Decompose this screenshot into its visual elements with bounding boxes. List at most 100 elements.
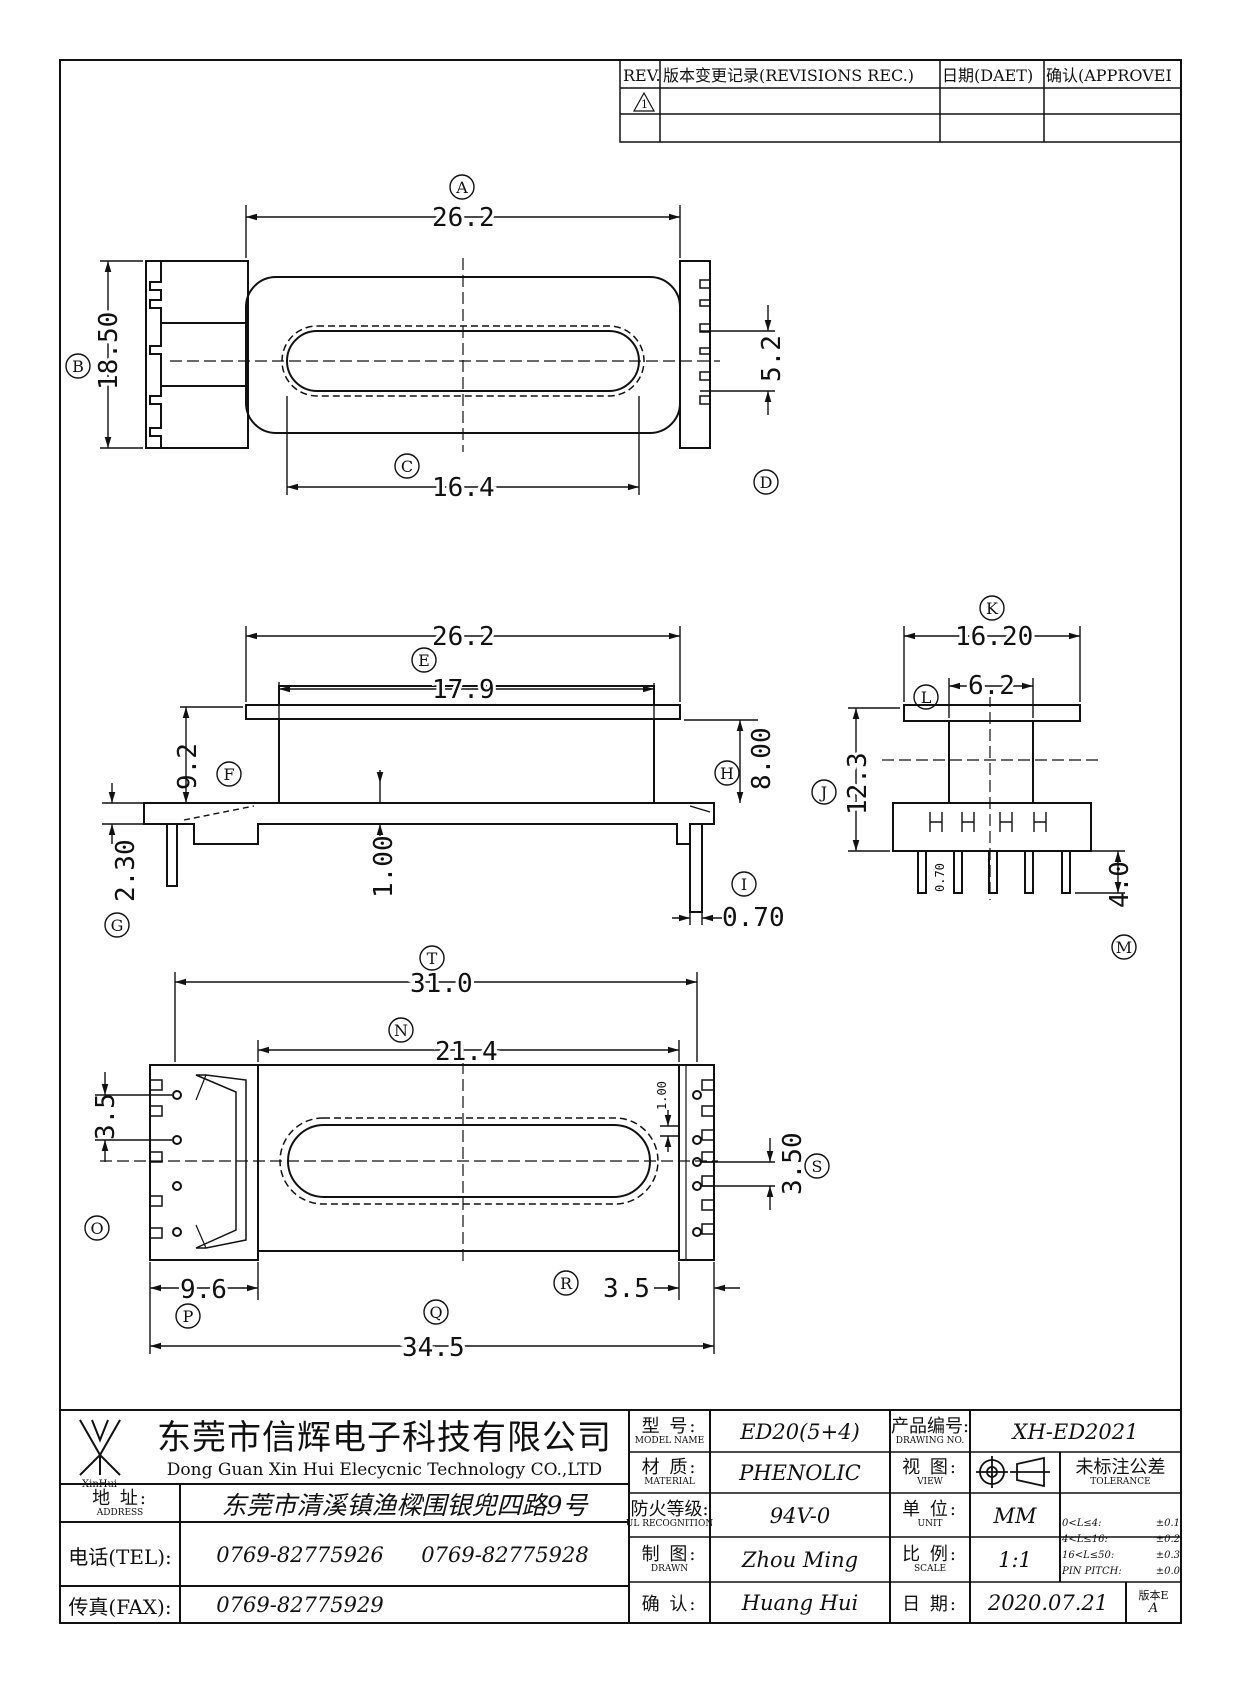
tolerance-label-en: TOLERANCE xyxy=(1090,1476,1151,1487)
product-label: 产品编号: DRAWING NO. xyxy=(890,1412,970,1452)
material-label-cn: 材 质: xyxy=(641,1456,698,1478)
dim-front-winding: 17.9 xyxy=(432,675,495,705)
rev-header-date: 日期(DAET) xyxy=(942,66,1033,85)
tolerance-value: ±0.2 xyxy=(1155,1534,1180,1545)
address-label-en: ADDRESS xyxy=(96,1507,144,1518)
dim-side-height: 12.3 xyxy=(843,752,873,815)
material-value: PHENOLIC xyxy=(739,1461,861,1485)
unit-value: MM xyxy=(993,1503,1037,1528)
circle-labels-top xyxy=(65,174,779,495)
dim-bottom-pitch-right: 3.50 xyxy=(778,1132,808,1195)
dim-bottom-right-offset: 3.5 xyxy=(603,1274,650,1304)
version-label: 版本E xyxy=(1138,1589,1169,1603)
tolerance-row: PIN PITCH:±0.0 xyxy=(1062,1564,1180,1580)
dim-front-flange: 1.00 xyxy=(369,835,399,898)
front-view-dims xyxy=(102,626,758,925)
bottom-view-dims xyxy=(95,972,775,1354)
tel-label: 电话(TEL): xyxy=(68,1544,172,1569)
label-n: N xyxy=(394,1021,408,1040)
label-c: C xyxy=(401,457,413,476)
label-r: R xyxy=(560,1274,573,1293)
tel-2: 0769-82775928 xyxy=(421,1543,589,1567)
dim-side-core: 6.2 xyxy=(968,671,1015,701)
label-e: E xyxy=(418,651,430,670)
fax-value: 0769-82775929 xyxy=(216,1593,384,1617)
label-j: J xyxy=(819,783,827,802)
dim-bottom-total: 34.5 xyxy=(402,1333,465,1363)
scale-label: 比 例: SCALE xyxy=(890,1538,970,1582)
tolerance-row: 4<L≤16: ±0.2 xyxy=(1062,1532,1180,1548)
logo-text: XinHui xyxy=(82,1479,117,1490)
fire-value: 94V-0 xyxy=(769,1503,831,1528)
date-label: 日 期: xyxy=(902,1594,958,1615)
model-value: ED20(5+4) xyxy=(740,1420,860,1444)
drawn-label: 制 图: DRAWN xyxy=(629,1538,710,1582)
company-name-en: Dong Guan Xin Hui Elecycnic Technology C… xyxy=(166,1460,603,1480)
tolerance-range: 4<L≤16: xyxy=(1062,1534,1108,1545)
dim-top-slot-length: 16.4 xyxy=(432,473,495,503)
model-label-en: MODEL NAME xyxy=(634,1435,705,1446)
top-view xyxy=(145,258,720,452)
circle-labels-side xyxy=(811,595,1137,960)
label-s: S xyxy=(812,1157,823,1176)
confirm-value: Huang Hui xyxy=(741,1591,859,1615)
dim-side-top: 16.20 xyxy=(955,622,1033,652)
rev-row-1-number: 1 xyxy=(641,98,648,111)
address-label: 地 址: ADDRESS xyxy=(60,1486,180,1522)
material-label: 材 质: MATERIAL xyxy=(629,1453,710,1493)
product-label-en: DRAWING NO. xyxy=(895,1435,965,1446)
view-label-en: VIEW xyxy=(917,1476,943,1487)
title-block-grid xyxy=(60,1409,1181,1623)
rev-header-record: 版本变更记录(REVISIONS REC.) xyxy=(663,66,914,85)
company-name-cn: 东莞市信辉电子科技有限公司 xyxy=(157,1417,612,1458)
scale-value: 1:1 xyxy=(998,1548,1032,1572)
fax-label: 传真(FAX): xyxy=(68,1594,172,1619)
version-cell: 版本E A xyxy=(1126,1583,1181,1623)
dim-bottom-left-offset: 9.6 xyxy=(180,1275,227,1305)
label-l: L xyxy=(921,688,932,707)
date-value: 2020.07.21 xyxy=(987,1591,1109,1615)
label-p: P xyxy=(183,1307,194,1326)
label-i: I xyxy=(741,875,747,894)
label-a: A xyxy=(455,178,468,197)
bottom-view xyxy=(100,1045,718,1265)
label-g: G xyxy=(111,916,124,935)
tolerance-value: ±0.3 xyxy=(1155,1550,1180,1561)
label-o: O xyxy=(90,1219,103,1238)
tolerance-row: 16<L≤50:±0.3 xyxy=(1062,1548,1180,1564)
dim-side-pin-small: 0.70 xyxy=(933,863,947,892)
rev-header-approve: 确认(APPROVEI xyxy=(1046,66,1172,85)
version-value: A xyxy=(1148,1600,1159,1616)
dim-front-pin: 0.70 xyxy=(722,903,785,933)
dim-top-width: 26.2 xyxy=(432,203,495,233)
dim-front-left-height: 9.2 xyxy=(173,743,203,790)
tolerance-list: 0<L≤4:±0.1 4<L≤16:±0.2 16<L≤50:±0.3 PIN … xyxy=(1062,1516,1180,1580)
dim-bottom-inner: 21.4 xyxy=(435,1037,498,1067)
confirm-label: 确 认: xyxy=(641,1594,698,1615)
label-q: Q xyxy=(429,1303,442,1322)
scale-label-en: SCALE xyxy=(913,1563,947,1574)
dim-top-slot: 5.2 xyxy=(757,335,787,382)
label-h: H xyxy=(720,764,734,783)
drawn-value: Zhou Ming xyxy=(741,1548,859,1572)
label-b: B xyxy=(72,357,84,376)
dim-front-top: 26.2 xyxy=(432,622,495,652)
fire-label-en: UL RECOGNITION xyxy=(625,1519,714,1530)
unit-label-cn: 单 位: xyxy=(902,1499,958,1521)
dim-front-right-height: 8.00 xyxy=(747,727,777,790)
scale-label-cn: 比 例: xyxy=(902,1543,958,1565)
tolerance-label-cn: 未标注公差 xyxy=(1075,1456,1166,1478)
drawing-border xyxy=(59,59,1182,1624)
front-view xyxy=(143,685,715,913)
dim-bottom-small: 1.00 xyxy=(655,1081,669,1110)
drawn-label-en: DRAWN xyxy=(650,1563,689,1574)
circle-labels-front xyxy=(104,647,757,938)
tolerance-value: ±0.0 xyxy=(1155,1566,1180,1577)
projection-symbol-icon xyxy=(976,1456,1050,1488)
dim-bottom-pitch-left: 3.5 xyxy=(91,1093,121,1140)
model-label: 型 号: MODEL NAME xyxy=(629,1412,710,1452)
fire-label-cn: 防火等级: xyxy=(630,1499,709,1521)
view-label: 视 图: VIEW xyxy=(890,1453,970,1493)
tel-1: 0769-82775926 xyxy=(216,1543,384,1567)
